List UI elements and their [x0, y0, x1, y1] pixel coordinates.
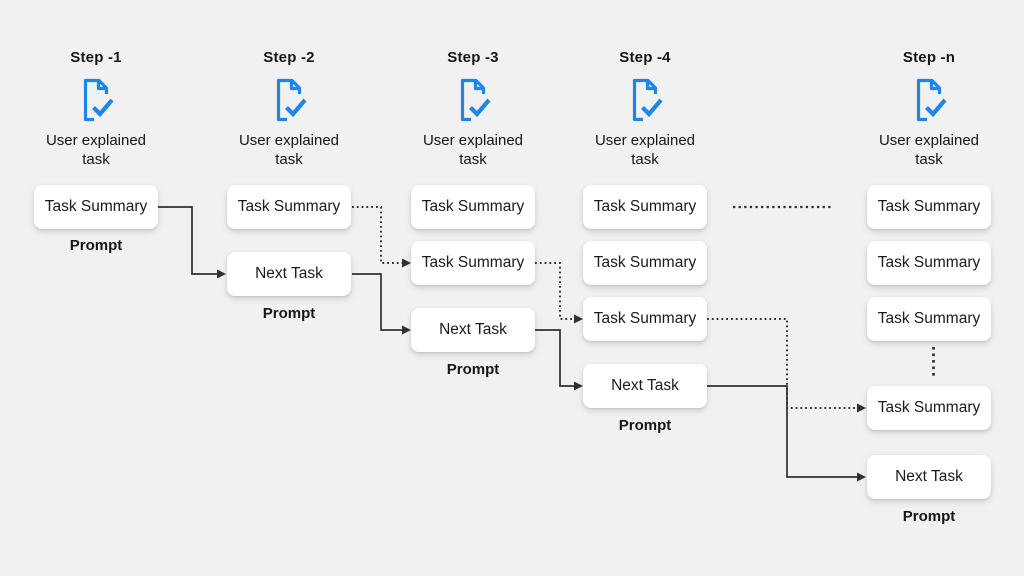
- prompt-label: Prompt: [902, 508, 956, 525]
- task-summary-box: Task Summary: [583, 185, 707, 229]
- document-check-icon: [632, 78, 663, 122]
- task-summary-box: Task Summary: [583, 241, 707, 285]
- user-explained-task-label: User explained task: [878, 132, 980, 168]
- arrowhead-step2-next-task: [217, 269, 226, 279]
- task-summary-box: Task Summary: [227, 185, 351, 229]
- task-summary-box: Task Summary: [411, 241, 535, 285]
- prompt-label: Prompt: [446, 361, 500, 378]
- step-title: Step -3: [447, 49, 499, 66]
- next-task-box: Next Task: [227, 252, 351, 296]
- user-explained-task-label: User explained task: [594, 132, 696, 168]
- prompt-label: Prompt: [618, 417, 672, 434]
- connector-step3-to-step4-next: [535, 329, 574, 387]
- prompt-label: Prompt: [262, 305, 316, 322]
- task-summary-box: Task Summary: [34, 185, 158, 229]
- task-summary-box: Task Summary: [867, 297, 991, 341]
- task-summary-box: Task Summary: [867, 386, 991, 430]
- next-task-box: Next Task: [411, 308, 535, 352]
- arrowhead-step4-task-summary: [574, 314, 583, 324]
- next-task-box: Next Task: [583, 364, 707, 408]
- task-summary-box: Task Summary: [867, 185, 991, 229]
- connector-step3-summary-to-step4: [535, 262, 574, 320]
- user-explained-task-label: User explained task: [422, 132, 524, 168]
- user-explained-task-label: User explained task: [45, 132, 147, 168]
- document-check-icon: [83, 78, 114, 122]
- step-title: Step -4: [619, 49, 671, 66]
- document-check-icon: [460, 78, 491, 122]
- connector-step2-to-step3-next: [352, 273, 402, 331]
- task-summary-box: Task Summary: [867, 241, 991, 285]
- document-check-icon: [276, 78, 307, 122]
- step-title: Step -n: [902, 49, 956, 66]
- connector-step4-to-stepn-next: [707, 385, 857, 478]
- arrowhead-stepn-task-summary: [857, 403, 866, 413]
- connector-step1-to-step2: [158, 206, 217, 275]
- connector-step4-summary-to-stepn: [707, 318, 857, 409]
- prompt-label: Prompt: [69, 237, 123, 254]
- task-summary-box: Task Summary: [583, 297, 707, 341]
- task-summary-box: Task Summary: [411, 185, 535, 229]
- arrowhead-stepn-next-task: [857, 472, 866, 482]
- next-task-box: Next Task: [867, 455, 991, 499]
- step-title: Step -1: [70, 49, 122, 66]
- step-title: Step -2: [263, 49, 315, 66]
- user-explained-task-label: User explained task: [238, 132, 340, 168]
- arrowhead-step3-task-summary: [402, 258, 411, 268]
- arrowhead-step3-next-task: [402, 325, 411, 335]
- document-check-icon: [916, 78, 947, 122]
- connector-step2-summary-to-step3: [352, 206, 402, 264]
- arrowhead-step4-next-task: [574, 381, 583, 391]
